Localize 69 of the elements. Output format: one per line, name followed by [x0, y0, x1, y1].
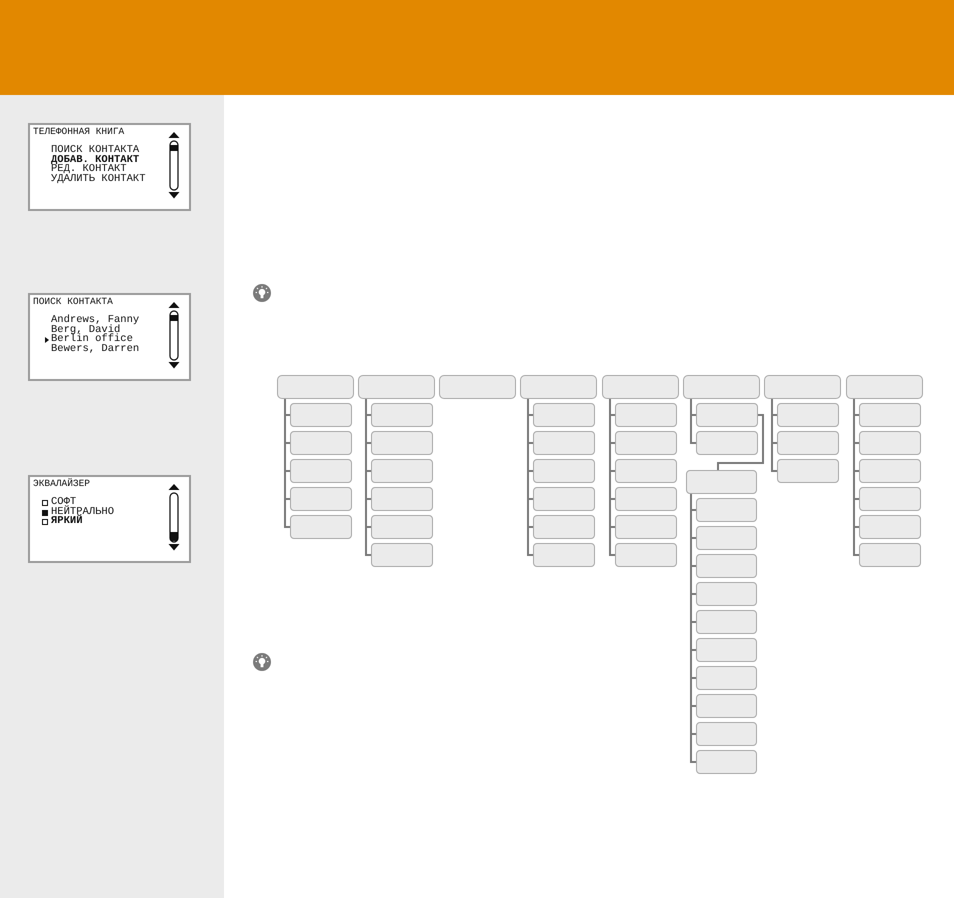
menu-box [696, 750, 757, 774]
contact-entry: Andrews, Fanny [51, 316, 140, 325]
menu-box [290, 459, 352, 483]
menu-box [439, 375, 516, 399]
connector-line [717, 414, 764, 470]
menu-box [371, 459, 433, 483]
menu-item: РЕД. КОНТАКТ [51, 165, 127, 174]
menu-box [533, 487, 595, 511]
menu-box [696, 666, 757, 690]
menu-box [615, 403, 677, 427]
menu-box [615, 431, 677, 455]
menu-box [686, 470, 757, 494]
menu-box [371, 403, 433, 427]
menu-box [777, 459, 839, 483]
menu-box [290, 403, 352, 427]
menu-box [615, 515, 677, 539]
menu-box [277, 375, 354, 399]
menu-box [696, 498, 757, 522]
menu-box [290, 515, 352, 539]
contact-entry: Bewers, Darren [51, 344, 140, 354]
menu-box [859, 459, 921, 483]
menu-box [859, 543, 921, 567]
menu-item: УДАЛИТЬ КОНТАКТ [51, 174, 146, 184]
menu-box [371, 487, 433, 511]
menu-box [602, 375, 679, 399]
menu-box [764, 375, 841, 399]
menu-box [533, 431, 595, 455]
menu-box [533, 515, 595, 539]
menu-box [859, 403, 921, 427]
menu-box [696, 722, 757, 746]
screen-title: ПОИСК КОНТАКТА [33, 297, 113, 306]
contact-entry: Berlin office [51, 335, 133, 344]
screen-title: ТЕЛЕФОННАЯ КНИГА [33, 127, 124, 136]
menu-box [696, 431, 758, 455]
menu-box [290, 487, 352, 511]
menu-box [683, 375, 760, 399]
menu-box [696, 638, 757, 662]
menu-box [696, 610, 757, 634]
menu-box [533, 459, 595, 483]
menu-box [520, 375, 597, 399]
menu-box [371, 515, 433, 539]
menu-box [371, 543, 433, 567]
menu-box [696, 403, 758, 427]
menu-box [859, 487, 921, 511]
menu-box [696, 526, 757, 550]
connector-line [771, 399, 777, 472]
lcd-screen [28, 123, 191, 211]
menu-box [371, 431, 433, 455]
menu-box [615, 459, 677, 483]
lcd-screen [28, 475, 191, 563]
menu-box [696, 582, 757, 606]
menu-box [777, 403, 839, 427]
menu-box [696, 694, 757, 718]
menu-box [615, 487, 677, 511]
menu-box [846, 375, 923, 399]
menu-box [533, 403, 595, 427]
menu-box [615, 543, 677, 567]
menu-box [859, 431, 921, 455]
menu-box [358, 375, 435, 399]
menu-box [533, 543, 595, 567]
menu-item: ПОИСК КОНТАКТА [51, 146, 140, 155]
menu-box [696, 554, 757, 578]
screen-title: ЭКВАЛАЙЗЕР [33, 479, 90, 488]
lcd-screen [28, 293, 191, 381]
menu-box [290, 431, 352, 455]
connector-line [690, 399, 696, 444]
menu-box [777, 431, 839, 455]
menu-item: ДОБАВ. КОНТАКТ [51, 156, 140, 165]
menu-box [859, 515, 921, 539]
